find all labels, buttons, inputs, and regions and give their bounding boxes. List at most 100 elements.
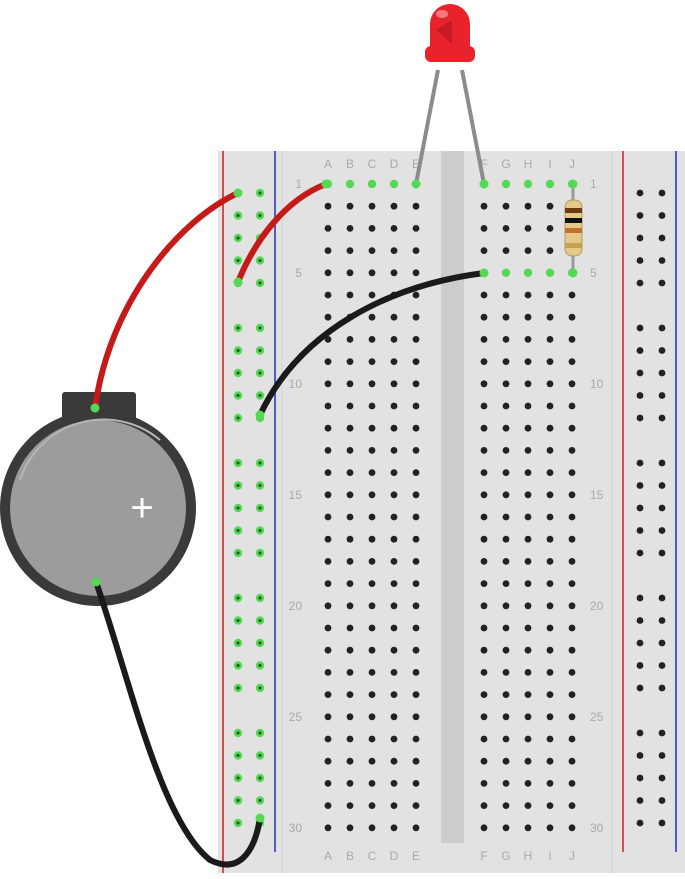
- left-rail-hole-center: [258, 483, 262, 488]
- row-number-right: 1: [590, 177, 597, 191]
- terminal-hole: [324, 669, 332, 676]
- terminal-hole: [390, 535, 398, 543]
- terminal-hole: [568, 602, 576, 610]
- terminal-hole: [390, 735, 398, 743]
- terminal-hole: [412, 358, 420, 365]
- terminal-hole: [545, 179, 555, 189]
- terminal-hole: [568, 824, 576, 832]
- right-rail-hole: [636, 324, 644, 332]
- terminal-hole: [412, 802, 420, 809]
- terminal-hole: [568, 358, 576, 365]
- terminal-hole: [324, 580, 332, 587]
- led-anode-endpoint: [411, 179, 421, 189]
- terminal-hole: [412, 202, 420, 210]
- terminal-hole: [390, 269, 398, 277]
- terminal-hole: [502, 469, 510, 476]
- terminal-hole: [368, 513, 376, 521]
- terminal-hole: [324, 447, 332, 454]
- terminal-hole: [412, 780, 420, 787]
- left-rail-hole-center: [236, 663, 240, 668]
- terminal-hole: [390, 624, 398, 632]
- left-rail-hole-center: [258, 776, 262, 780]
- terminal-hole: [501, 268, 511, 277]
- right-rail-hole: [636, 594, 644, 602]
- right-rail-hole: [636, 527, 644, 534]
- right-rail-hole: [658, 392, 666, 399]
- resistor-band-2: [565, 218, 582, 223]
- terminal-hole: [524, 513, 532, 521]
- terminal-hole: [368, 624, 376, 632]
- terminal-hole: [412, 402, 420, 410]
- left-rail-hole-center: [258, 393, 262, 398]
- row-number-left: 5: [295, 266, 302, 280]
- terminal-hole: [524, 202, 532, 210]
- right-rail-hole: [636, 617, 644, 624]
- right-rail-hole: [636, 752, 644, 759]
- terminal-hole: [368, 269, 376, 277]
- terminal-hole: [368, 646, 376, 654]
- row-number-left: 30: [289, 821, 303, 835]
- terminal-hole: [390, 602, 398, 610]
- right-rail-hole: [636, 639, 644, 647]
- right-rail-hole: [658, 189, 666, 197]
- row-number-left: 10: [289, 377, 303, 391]
- right-rail-hole: [636, 459, 644, 467]
- terminal-hole: [480, 691, 488, 698]
- terminal-hole: [324, 735, 332, 743]
- left-rail-hole-center: [258, 213, 262, 218]
- left-rail-hole-center: [258, 461, 262, 465]
- terminal-hole: [480, 780, 488, 787]
- terminal-hole: [502, 824, 510, 832]
- right-rail-hole: [658, 527, 666, 534]
- terminal-hole: [346, 757, 354, 765]
- terminal-hole: [546, 402, 554, 410]
- terminal-hole: [524, 646, 532, 654]
- terminal-hole: [502, 535, 510, 543]
- terminal-hole: [524, 535, 532, 543]
- terminal-hole: [502, 202, 510, 210]
- terminal-hole: [324, 291, 332, 299]
- red-wire-rail-to-row1: [235, 181, 329, 285]
- left-rail-hole-center: [258, 258, 262, 263]
- terminal-hole: [502, 291, 510, 299]
- terminal-hole: [546, 735, 554, 743]
- terminal-hole: [412, 580, 420, 587]
- terminal-hole: [568, 757, 576, 765]
- terminal-hole: [480, 291, 488, 299]
- terminal-hole: [368, 358, 376, 365]
- column-label-bottom: I: [548, 849, 551, 863]
- terminal-hole: [502, 380, 510, 388]
- terminal-hole: [368, 535, 376, 543]
- terminal-hole: [412, 669, 420, 676]
- right-rail-hole: [658, 482, 666, 489]
- terminal-hole: [368, 580, 376, 587]
- terminal-hole: [568, 535, 576, 543]
- right-rail-hole: [658, 639, 666, 647]
- terminal-hole: [545, 268, 555, 277]
- terminal-hole: [412, 713, 420, 721]
- terminal-hole: [412, 691, 420, 698]
- left-rail-hole-center: [258, 506, 262, 510]
- terminal-hole: [546, 513, 554, 521]
- terminal-hole: [502, 646, 510, 654]
- terminal-hole: [345, 179, 355, 189]
- terminal-hole: [412, 513, 420, 521]
- terminal-hole: [546, 247, 554, 255]
- terminal-hole: [346, 513, 354, 521]
- terminal-hole: [546, 535, 554, 543]
- terminal-hole: [324, 602, 332, 610]
- terminal-hole: [368, 336, 376, 343]
- right-rail-hole: [658, 212, 666, 219]
- left-rail-hole-center: [258, 281, 262, 285]
- terminal-hole: [501, 179, 511, 189]
- row-number-right: 20: [590, 599, 604, 613]
- left-rail-hole-center: [258, 596, 262, 600]
- terminal-hole: [390, 669, 398, 676]
- right-rail-hole: [658, 459, 666, 467]
- terminal-hole: [546, 669, 554, 676]
- terminal-hole: [546, 558, 554, 565]
- column-label-top: G: [501, 157, 510, 171]
- left-rail-hole-center: [236, 798, 240, 803]
- terminal-hole: [346, 713, 354, 721]
- terminal-hole: [568, 469, 576, 476]
